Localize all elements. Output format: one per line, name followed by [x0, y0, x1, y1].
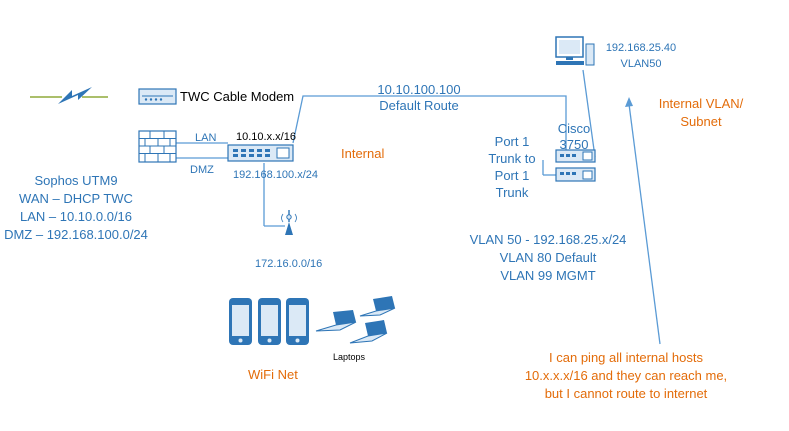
cisco-label: Cisco 3750 [556, 121, 592, 153]
cable-modem-label: TWC Cable Modem [180, 89, 295, 104]
note-text: I can ping all internal hosts 10.x.x.x/1… [508, 349, 744, 403]
phones [229, 298, 309, 345]
laptops-label: Laptops [333, 352, 366, 362]
sophos-line: DMZ – 192.168.100.0/24 [4, 227, 148, 242]
note-line: 10.x.x.x/16 and they can reach me, [524, 368, 728, 383]
phone-icon [286, 298, 309, 345]
port-trunk-label: Port 1 Trunk to Port 1 Trunk [482, 133, 542, 201]
dmz-subnet-label: 192.168.100.x/24 [233, 169, 319, 181]
note-line: I can ping all internal hosts [549, 350, 703, 365]
vlan-line: VLAN 99 MGMT [500, 268, 596, 283]
lightning-icon [30, 87, 108, 104]
pc-icon [555, 36, 595, 66]
default-route-label: 10.10.100.100 Default Route [364, 82, 474, 114]
sophos-line: Sophos UTM9 [34, 173, 118, 188]
internal-vlan-label: Internal VLAN/ Subnet [648, 95, 754, 131]
pc-link [582, 69, 596, 158]
sophos-info: Sophos UTM9 WAN – DHCP TWC LAN – 10.10.0… [0, 172, 152, 244]
port-trunk-line: Port 1 [494, 168, 530, 183]
laptop-icon [359, 296, 396, 317]
wifi-subnet-label: 172.16.0.0/16 [255, 258, 323, 270]
connection-lines [176, 69, 596, 227]
note-line: but I cannot route to internet [544, 386, 708, 401]
phone-icon [229, 298, 252, 345]
phone-icon [258, 298, 281, 345]
modem-icon [138, 88, 177, 105]
dmz-label: DMZ [190, 164, 214, 176]
vlan-line: VLAN 50 - 192.168.25.x/24 [469, 232, 627, 247]
cisco-switch-icon [555, 149, 596, 182]
default-route-text: Default Route [379, 98, 459, 113]
pc-vlan: VLAN50 [620, 58, 662, 70]
wifi-net-label: WiFi Net [248, 367, 298, 382]
access-point-icon [281, 210, 297, 235]
port-trunk-line: Trunk [495, 185, 529, 200]
sophos-line: WAN – DHCP TWC [19, 191, 133, 206]
default-route-ip: 10.10.100.100 [377, 82, 461, 97]
default-route-link [292, 95, 567, 150]
vlan-list: VLAN 50 - 192.168.25.x/24 VLAN 80 Defaul… [458, 231, 638, 285]
firewall-icon [138, 130, 177, 163]
pc-ip: 192.168.25.40 [605, 42, 677, 54]
internal-vlan-line: Subnet [680, 114, 722, 129]
cisco-line: Cisco [557, 121, 591, 136]
lan-label: LAN [195, 132, 217, 144]
laptops [315, 296, 396, 344]
switch-icon [227, 144, 294, 162]
vlan-line: VLAN 80 Default [499, 250, 597, 265]
port-trunk-line: Trunk to [488, 151, 536, 166]
internal-label: Internal [341, 146, 385, 161]
internal-vlan-line: Internal VLAN/ [658, 96, 744, 111]
pc-label: 192.168.25.40 VLAN50 [598, 40, 684, 72]
annotation-arrow [625, 97, 661, 345]
sophos-line: LAN – 10.10.0.0/16 [19, 209, 133, 224]
port-trunk-line: Port 1 [494, 134, 530, 149]
laptop-icon [315, 310, 357, 332]
laptop-icon [349, 320, 388, 344]
cisco-line: 3750 [559, 137, 589, 152]
switch-subnet-label: 10.10.x.x/16 [236, 131, 296, 143]
